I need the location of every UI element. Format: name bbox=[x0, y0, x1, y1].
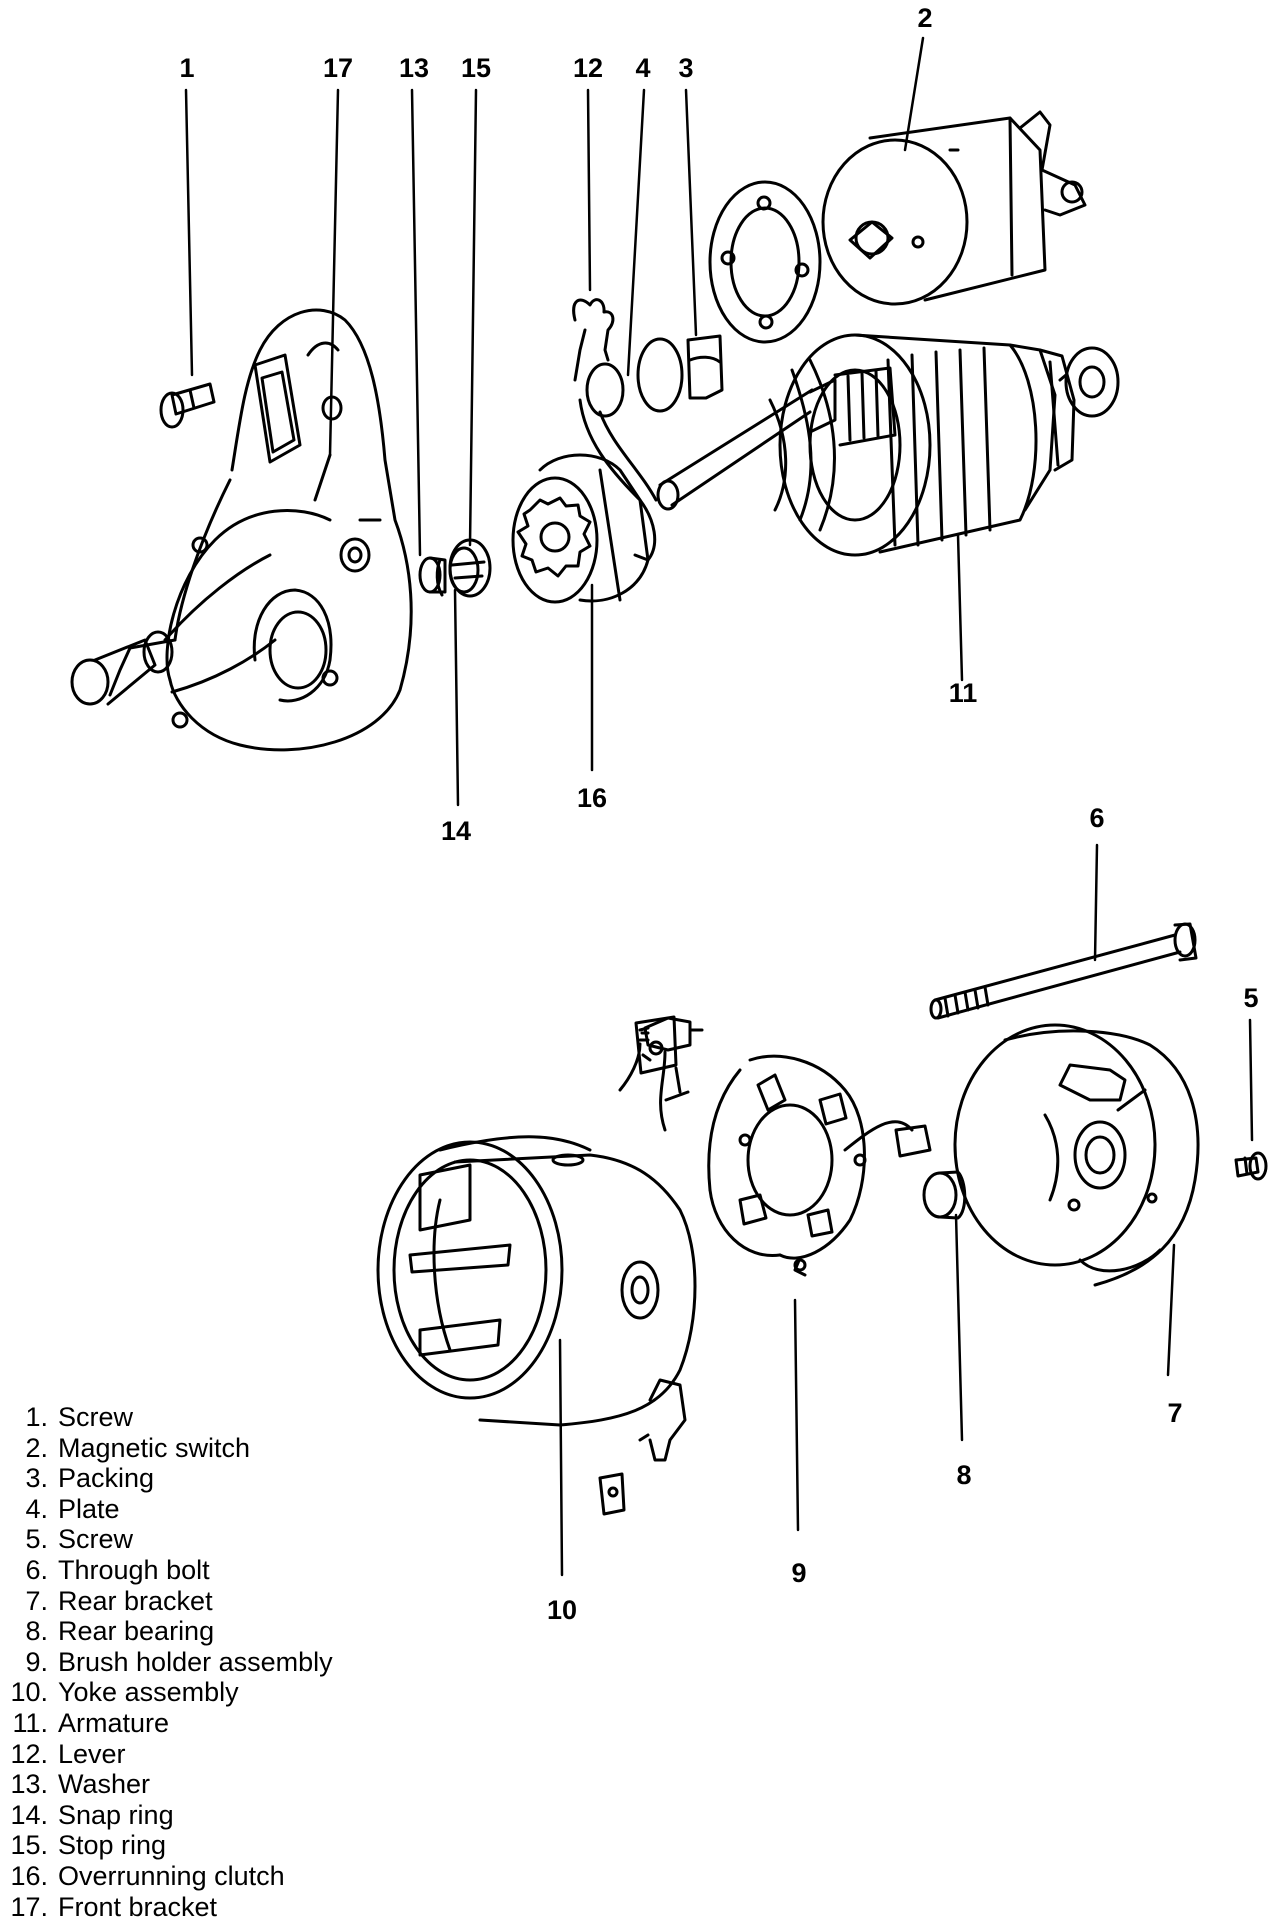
legend-number: 12. bbox=[0, 1739, 48, 1770]
callout-5: 5 bbox=[1243, 985, 1258, 1012]
legend-label: Front bracket bbox=[58, 1892, 217, 1922]
legend-number: 9. bbox=[0, 1647, 48, 1678]
legend-number: 8. bbox=[0, 1616, 48, 1647]
callout-6: 6 bbox=[1089, 805, 1104, 832]
legend-item: 14. Snap ring bbox=[0, 1800, 333, 1831]
legend-label: Packing bbox=[58, 1463, 154, 1493]
legend-label: Plate bbox=[58, 1494, 120, 1524]
plate-part-4 bbox=[638, 339, 682, 411]
callout-4: 4 bbox=[635, 55, 650, 82]
legend-label: Armature bbox=[58, 1708, 169, 1738]
legend-number: 2. bbox=[0, 1433, 48, 1464]
legend-label: Yoke assembly bbox=[58, 1677, 239, 1707]
legend-item: 3. Packing bbox=[0, 1463, 333, 1494]
legend-item: 12. Lever bbox=[0, 1739, 333, 1770]
front-bracket-part-17 bbox=[72, 310, 411, 750]
callout-9: 9 bbox=[791, 1560, 806, 1587]
legend-number: 4. bbox=[0, 1494, 48, 1525]
callout-11: 11 bbox=[949, 680, 978, 707]
legend-item: 11. Armature bbox=[0, 1708, 333, 1739]
legend-label: Screw bbox=[58, 1402, 133, 1432]
legend-number: 1. bbox=[0, 1402, 48, 1433]
through-bolt-part-6 bbox=[931, 924, 1196, 1018]
legend-item: 10. Yoke assembly bbox=[0, 1677, 333, 1708]
parts-legend: 1. Screw 2. Magnetic switch 3. Packing 4. Pl… bbox=[0, 1402, 333, 1922]
callout-12: 12 bbox=[573, 55, 603, 82]
packing-part-3 bbox=[688, 336, 722, 398]
legend-number: 14. bbox=[0, 1800, 48, 1831]
legend-item: 2. Magnetic switch bbox=[0, 1433, 333, 1464]
stop-ring-part-15 bbox=[450, 540, 490, 596]
legend-item: 9. Brush holder assembly bbox=[0, 1647, 333, 1678]
gasket-ring bbox=[710, 182, 820, 342]
legend-number: 16. bbox=[0, 1861, 48, 1892]
legend-number: 6. bbox=[0, 1555, 48, 1586]
brush-holder-part-9 bbox=[709, 1056, 930, 1275]
legend-label: Rear bearing bbox=[58, 1616, 214, 1646]
legend-label: Brush holder assembly bbox=[58, 1647, 333, 1677]
overrunning-clutch-part-16 bbox=[513, 455, 648, 602]
legend-item: 4. Plate bbox=[0, 1494, 333, 1525]
callout-17: 17 bbox=[323, 55, 353, 82]
legend-item: 16. Overrunning clutch bbox=[0, 1861, 333, 1892]
callout-1: 1 bbox=[179, 55, 194, 82]
legend-label: Snap ring bbox=[58, 1800, 174, 1830]
legend-item: 13. Washer bbox=[0, 1769, 333, 1800]
callout-13: 13 bbox=[399, 55, 429, 82]
legend-number: 15. bbox=[0, 1830, 48, 1861]
legend-number: 11. bbox=[0, 1708, 48, 1739]
callout-8: 8 bbox=[956, 1462, 971, 1489]
legend-item: 7. Rear bracket bbox=[0, 1586, 333, 1617]
legend-label: Screw bbox=[58, 1524, 133, 1554]
callout-16: 16 bbox=[577, 785, 607, 812]
washer-part-13 bbox=[420, 558, 445, 592]
callout-3: 3 bbox=[678, 55, 693, 82]
legend-label: Through bolt bbox=[58, 1555, 210, 1585]
rear-bracket-part-7 bbox=[955, 1025, 1198, 1285]
legend-number: 3. bbox=[0, 1463, 48, 1494]
legend-item: 1. Screw bbox=[0, 1402, 333, 1433]
callout-10: 10 bbox=[547, 1597, 577, 1624]
legend-number: 10. bbox=[0, 1677, 48, 1708]
legend-number: 7. bbox=[0, 1586, 48, 1617]
legend-item: 5. Screw bbox=[0, 1524, 333, 1555]
legend-label: Rear bracket bbox=[58, 1586, 213, 1616]
legend-label: Magnetic switch bbox=[58, 1433, 250, 1463]
legend-item: 8. Rear bearing bbox=[0, 1616, 333, 1647]
screw-part-1 bbox=[161, 384, 214, 427]
legend-label: Lever bbox=[58, 1739, 126, 1769]
callout-14: 14 bbox=[441, 818, 471, 845]
screw-part-5 bbox=[1236, 1153, 1266, 1179]
legend-item: 15. Stop ring bbox=[0, 1830, 333, 1861]
magnetic-switch-part-2 bbox=[823, 112, 1085, 304]
legend-label: Washer bbox=[58, 1769, 150, 1799]
legend-number: 17. bbox=[0, 1892, 48, 1922]
callout-2: 2 bbox=[917, 5, 932, 32]
legend-item: 17. Front bracket bbox=[0, 1892, 333, 1922]
callout-15: 15 bbox=[461, 55, 491, 82]
legend-number: 13. bbox=[0, 1769, 48, 1800]
legend-label: Overrunning clutch bbox=[58, 1861, 285, 1891]
callout-7: 7 bbox=[1167, 1400, 1182, 1427]
armature-part-11 bbox=[658, 335, 1118, 555]
legend-number: 5. bbox=[0, 1524, 48, 1555]
legend-item: 6. Through bolt bbox=[0, 1555, 333, 1586]
yoke-assembly-part-10 bbox=[378, 1137, 695, 1460]
legend-label: Stop ring bbox=[58, 1830, 166, 1860]
